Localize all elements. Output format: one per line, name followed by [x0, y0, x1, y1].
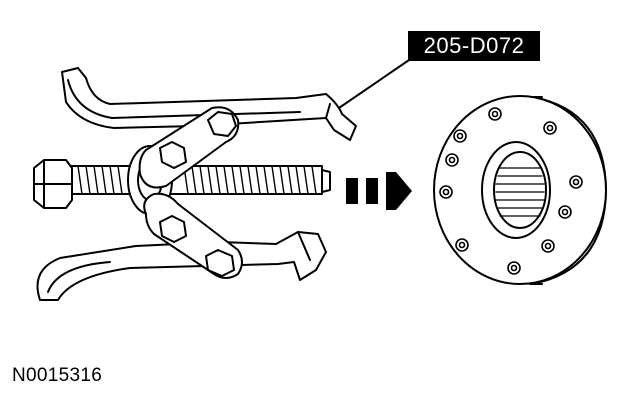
- flange-icon: [433, 95, 607, 285]
- direction-arrow-icon: [346, 172, 412, 210]
- figure-id: N0015316: [12, 365, 103, 386]
- leader-line: [335, 57, 413, 111]
- special-tool-number-label: 205-D072: [408, 31, 540, 61]
- three-jaw-puller-icon: [33, 67, 357, 301]
